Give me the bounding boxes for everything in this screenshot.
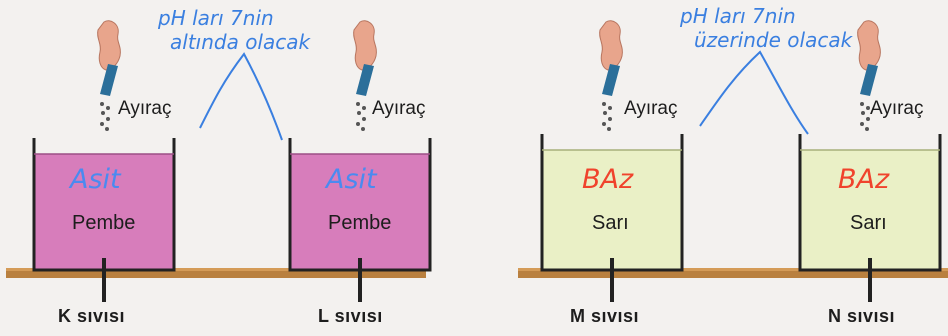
note-line: pH ları 7nin	[158, 6, 274, 30]
dropper-hand-icon	[599, 20, 623, 132]
dropper-hand-icon	[97, 20, 121, 132]
annotation-line	[699, 50, 809, 135]
handwritten-note-base: pH ları 7nin üzerinde olacak	[680, 4, 852, 52]
liquid-color-label: Sarı	[592, 212, 629, 234]
beaker-n	[798, 134, 942, 302]
liquid-color-label: Sarı	[850, 212, 887, 234]
liquid-caption: K sıvısı	[58, 306, 126, 326]
annotation-line	[199, 52, 283, 141]
beaker-l	[288, 138, 432, 302]
note-line: üzerinde olacak	[694, 28, 853, 52]
liquid-color-label: Pembe	[328, 212, 392, 234]
liquid-color-label: Pembe	[72, 212, 136, 234]
liquid-caption: L sıvısı	[318, 306, 383, 326]
liquid-caption: M sıvısı	[570, 306, 640, 326]
handwritten-tag: BAz	[838, 164, 890, 195]
reagent-label: Ayıraç	[118, 98, 172, 119]
table-right	[518, 268, 948, 278]
handwritten-note-acid: pH ları 7nin altında olacak	[158, 6, 310, 54]
note-line: altında olacak	[170, 30, 311, 54]
table-left	[6, 268, 426, 278]
beaker-m	[540, 134, 684, 302]
handwritten-tag: Asit	[326, 164, 377, 195]
reagent-label: Ayıraç	[624, 98, 678, 119]
reagent-label: Ayıraç	[870, 98, 924, 119]
beaker-k	[32, 138, 176, 302]
liquid-caption: N sıvısı	[828, 306, 896, 326]
reagent-label: Ayıraç	[372, 98, 426, 119]
handwritten-tag: BAz	[582, 164, 634, 195]
handwritten-tag: Asit	[70, 164, 121, 195]
note-line: pH ları 7nin	[680, 4, 796, 28]
